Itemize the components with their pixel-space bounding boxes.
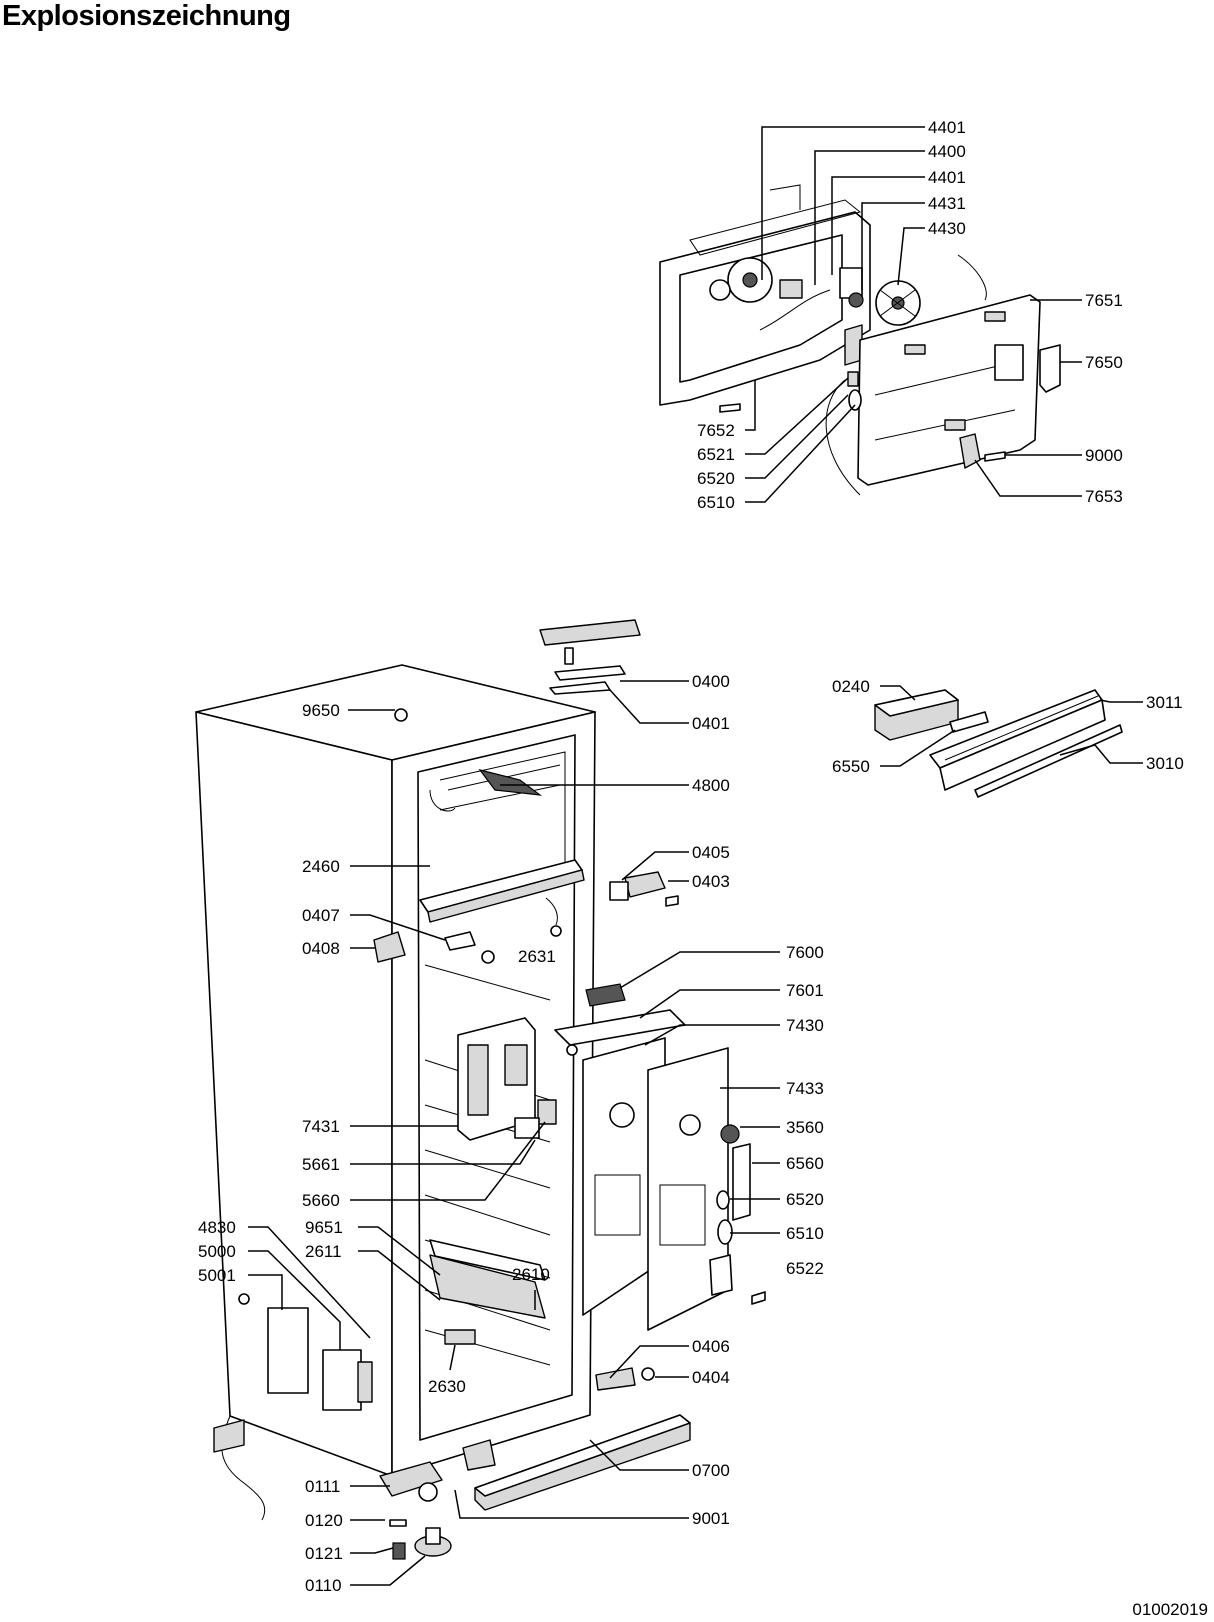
label-2460: 2460 [302,857,340,876]
label-6521: 6521 [697,445,735,464]
label-0700: 0700 [692,1461,730,1480]
label-3010: 3010 [1146,754,1184,773]
label-0120: 0120 [305,1511,343,1530]
label-9001: 9001 [692,1509,730,1528]
page-title: Explosionszeichnung [2,0,291,32]
label-6510-top: 6510 [697,493,735,512]
label-0401: 0401 [692,714,730,733]
label-7651: 7651 [1085,291,1123,310]
label-7433: 7433 [786,1079,824,1098]
leader-lines [248,126,1143,1586]
label-5661: 5661 [302,1155,340,1174]
label-2610: 2610 [512,1265,550,1284]
label-9651: 9651 [305,1218,343,1237]
label-6520-top: 6520 [697,469,735,488]
label-0403: 0403 [692,872,730,891]
label-5001: 5001 [198,1266,236,1285]
document-number: 01002019 [1132,1600,1208,1619]
label-4431: 4431 [928,194,966,213]
label-0408: 0408 [302,939,340,958]
label-0406: 0406 [692,1337,730,1356]
label-7430: 7430 [786,1016,824,1035]
label-7650: 7650 [1085,353,1123,372]
label-6522: 6522 [786,1259,824,1278]
label-6520: 6520 [786,1190,824,1209]
label-0400: 0400 [692,672,730,691]
label-2631: 2631 [518,947,556,966]
label-7600: 7600 [786,943,824,962]
label-4800: 4800 [692,776,730,795]
label-4400: 4400 [928,142,966,161]
handle-rail-assembly [874,689,1123,798]
label-4830: 4830 [198,1218,236,1237]
label-5000: 5000 [198,1242,236,1261]
label-3011: 3011 [1146,693,1183,712]
label-0111: 0111 [305,1477,340,1496]
label-2611: 2611 [305,1242,342,1261]
part-labels: 4401 4400 4401 4431 4430 7651 7650 9000 … [198,118,1184,1595]
label-7652: 7652 [697,421,735,440]
label-2630: 2630 [428,1377,466,1396]
label-0121: 0121 [305,1544,343,1563]
label-7601: 7601 [786,981,824,1000]
label-3560: 3560 [786,1118,824,1137]
label-6550: 6550 [832,757,870,776]
freezer-door-assembly [659,184,1061,496]
label-5660: 5660 [302,1191,340,1210]
label-9650: 9650 [302,701,340,720]
label-4401-top: 4401 [928,118,966,137]
label-0407: 0407 [302,906,340,925]
label-4430: 4430 [928,219,966,238]
label-7653: 7653 [1085,487,1123,506]
refrigerator-cabinet [195,619,766,1560]
label-0240: 0240 [832,677,870,696]
label-0110: 0110 [305,1576,342,1595]
label-0404: 0404 [692,1368,730,1387]
label-0405: 0405 [692,843,730,862]
label-7431: 7431 [302,1117,340,1136]
label-6510: 6510 [786,1224,824,1243]
label-6560: 6560 [786,1154,824,1173]
label-9000: 9000 [1085,446,1123,465]
label-4401: 4401 [928,168,966,187]
